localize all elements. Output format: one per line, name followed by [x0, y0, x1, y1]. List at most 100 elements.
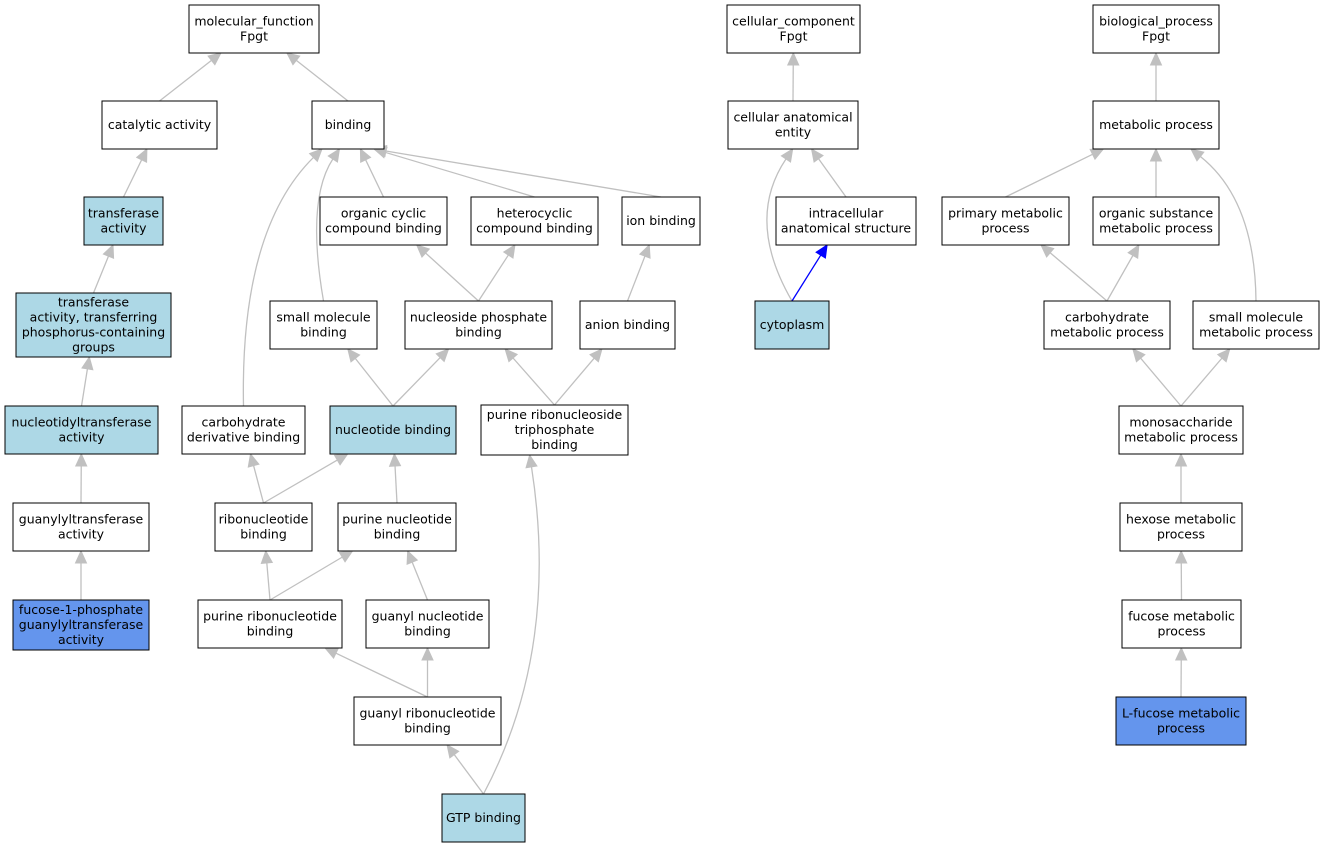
go-term-node-ion-binding[interactable]: ion binding	[621, 196, 701, 246]
edge-fucose-met-to-hexose	[1174, 549, 1188, 601]
node-box	[319, 196, 448, 246]
edge-nucleoside-phos-to-heterocyclic	[477, 243, 516, 302]
edge-arrowhead	[786, 51, 800, 66]
node-box	[1119, 502, 1243, 552]
edge-arrowhead	[435, 348, 450, 363]
node-box	[727, 100, 859, 150]
edge-transf-phos-to-transferase	[92, 243, 115, 294]
node-label-line: compound binding	[325, 221, 442, 236]
node-label-line: metabolic process	[1050, 325, 1164, 340]
edge-fucose1p-to-guanylyl	[74, 549, 88, 600]
node-box	[4, 405, 159, 455]
edge-line	[626, 255, 646, 302]
edge-line	[791, 254, 822, 302]
node-box	[754, 300, 830, 350]
edge-arrowhead	[1040, 244, 1055, 258]
node-label-line: binding	[455, 325, 502, 340]
edge-line	[453, 754, 485, 795]
node-label-line: process	[981, 221, 1029, 236]
edge-arrowhead	[1127, 243, 1140, 259]
go-term-node-fucose1p[interactable]: fucose-1-phosphateguanylyltransferaseact…	[12, 599, 150, 651]
go-term-node-metabolic[interactable]: metabolic process	[1092, 100, 1220, 150]
go-term-node-catalytic[interactable]: catalytic activity	[101, 100, 218, 150]
edge-monosacch-to-carb-met	[1132, 348, 1182, 407]
edge-purine-rntp-to-anion	[554, 348, 603, 406]
edge-arrowhead	[502, 243, 516, 259]
node-label-line: molecular_function	[194, 14, 313, 29]
node-box	[188, 4, 320, 54]
go-term-node-anion[interactable]: anion binding	[579, 300, 676, 350]
edge-line	[1106, 255, 1134, 302]
node-label-line: hexose metabolic	[1126, 512, 1236, 527]
edge-lfucose-to-fucose-met	[1174, 646, 1188, 698]
go-term-node-nucleotide-bind[interactable]: nucleotide binding	[329, 405, 457, 455]
edge-arrowhead	[308, 148, 323, 163]
node-label-line: anatomical structure	[781, 221, 911, 236]
node-label-line: Fpgt	[780, 29, 808, 44]
node-label-line: purine ribonucleoside	[487, 407, 623, 422]
node-label-line: guanylyltransferase	[19, 512, 144, 527]
node-label-line: monosaccharide	[1129, 415, 1232, 430]
edge-arrowhead	[589, 348, 603, 363]
node-label-line: binding	[240, 527, 287, 542]
node-box	[480, 404, 629, 456]
node-label-line: cellular_component	[732, 14, 855, 29]
go-term-node-cytoplasm[interactable]: cytoplasm	[754, 300, 830, 350]
edge-arrowhead	[525, 453, 538, 469]
edge-arrowhead	[333, 453, 349, 466]
edge-transferase-to-catalytic	[122, 147, 148, 198]
edge-line	[263, 459, 338, 504]
edge-intracellular-to-cell-anat	[810, 148, 847, 198]
edge-line	[385, 150, 662, 198]
edge-arrowhead	[1216, 348, 1231, 363]
edge-monosacch-to-small-mol-met	[1180, 348, 1231, 407]
edge-line	[1199, 155, 1257, 302]
edge-ion-binding-to-binding	[372, 144, 662, 198]
node-label-line: phosphorus-containing	[22, 325, 165, 340]
node-box	[1118, 405, 1244, 455]
node-label-line: fucose metabolic	[1128, 609, 1235, 624]
edge-purine-rntp-to-nucleoside-phos	[504, 348, 555, 406]
node-label-line: carbohydrate	[202, 415, 286, 430]
go-term-node-gtp[interactable]: GTP binding	[441, 793, 526, 843]
node-box	[181, 405, 306, 455]
node-label-line: compound binding	[476, 221, 593, 236]
node-label-line: ion binding	[626, 213, 696, 228]
edge-line	[766, 158, 793, 302]
edge-arrowhead	[1174, 452, 1188, 467]
go-term-node-binding[interactable]: binding	[311, 100, 385, 150]
node-label-line: nucleoside phosphate	[410, 310, 548, 325]
edge-purine-rnt-to-ribonucleotide	[260, 549, 274, 601]
node-label-line: anion binding	[585, 317, 670, 332]
node-label-line: binding	[374, 527, 421, 542]
